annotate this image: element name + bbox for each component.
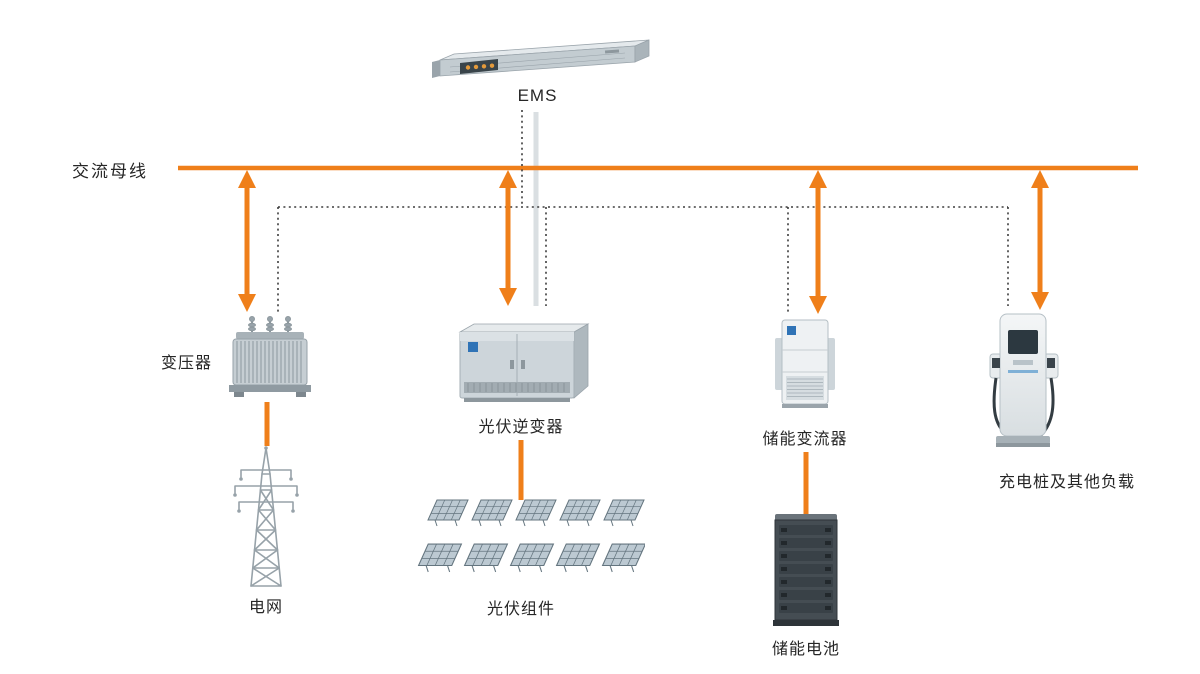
pv-inverter-icon xyxy=(458,323,590,402)
arrow-transformer xyxy=(238,170,256,312)
power-flow-arrows xyxy=(238,170,1049,314)
battery-device xyxy=(772,512,840,626)
arrow-charger xyxy=(1031,170,1049,310)
pcs-icon xyxy=(775,319,835,408)
battery-label: 储能电池 xyxy=(771,641,840,658)
charger-label: 充电桩及其他负载 xyxy=(998,474,1135,491)
grid-tower-device xyxy=(227,440,305,590)
arrow-pcs xyxy=(809,170,827,314)
pv-modules-label: 光伏组件 xyxy=(486,601,555,618)
pcs-device xyxy=(774,316,836,410)
ems-device xyxy=(420,26,655,84)
transmission-tower-icon xyxy=(233,446,299,587)
pv-inverter-device xyxy=(450,308,592,404)
arrow-pv-inverter xyxy=(499,170,517,306)
grid-label: 电网 xyxy=(248,599,283,616)
ev-charger-icon xyxy=(989,313,1059,447)
charger-device xyxy=(980,310,1066,452)
pv-modules-device xyxy=(415,497,646,589)
ac-bus-label: 交流母线 xyxy=(72,162,148,181)
device-link-lines xyxy=(264,402,809,514)
ems-server-icon xyxy=(432,39,650,78)
pcs-label: 储能变流器 xyxy=(762,431,848,448)
transformer-icon xyxy=(229,316,311,397)
transformer-device xyxy=(220,312,320,404)
battery-cabinet-icon xyxy=(773,514,839,626)
solar-panels-icon xyxy=(418,499,646,573)
ems-comm-dotted-lines xyxy=(277,110,1009,314)
ems-label: EMS xyxy=(517,86,558,105)
transformer-label: 变压器 xyxy=(160,355,212,372)
pv-inverter-label: 光伏逆变器 xyxy=(478,419,564,436)
